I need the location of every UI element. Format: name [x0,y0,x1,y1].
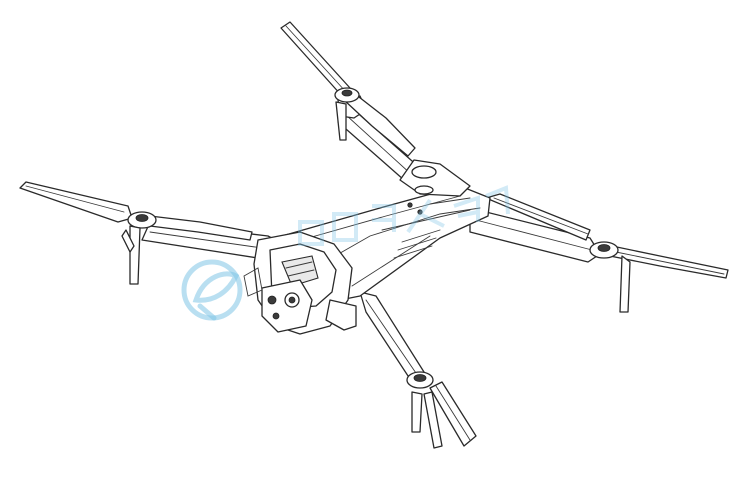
camera-gimbal [243,231,357,335]
propeller-rear-right [280,21,416,157]
propeller-bottom [406,371,477,449]
front-right-arm [359,291,425,383]
watermark-glyphs [298,185,510,246]
propeller-right [485,193,729,313]
propeller-front-left [19,181,253,285]
leaf-logo-icon [181,259,243,321]
watermark [181,185,510,321]
